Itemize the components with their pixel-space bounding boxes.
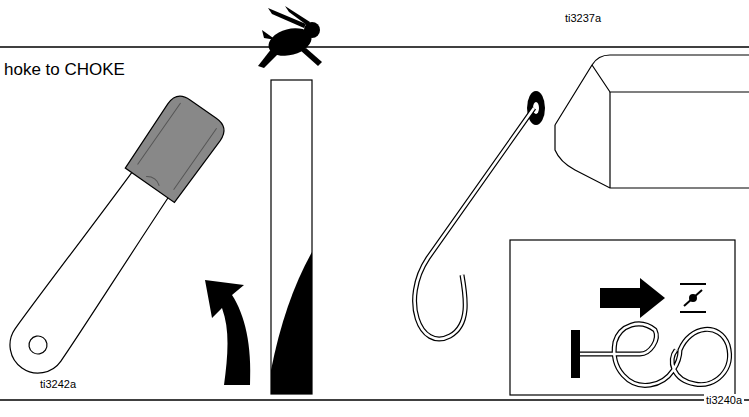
rule-line (0, 399, 749, 401)
throttle-gauge (271, 80, 312, 394)
fuel-tank (555, 55, 749, 188)
choke-symbol (680, 284, 706, 312)
figure-id: ti3237a (565, 12, 601, 24)
step-note: hoke to CHOKE (4, 61, 125, 80)
figure-id: ti3240a (704, 394, 744, 406)
direction-arrow (600, 278, 665, 318)
rabbit-symbol (258, 6, 322, 68)
rule-line (0, 46, 749, 48)
throttle-fill (271, 252, 312, 394)
inset-box (510, 240, 735, 395)
figure-id: ti3242a (40, 378, 76, 390)
grommet (527, 91, 545, 125)
choke-knob-wire (571, 324, 729, 385)
rotate-arrow (205, 280, 250, 385)
choke-lever (0, 91, 229, 387)
